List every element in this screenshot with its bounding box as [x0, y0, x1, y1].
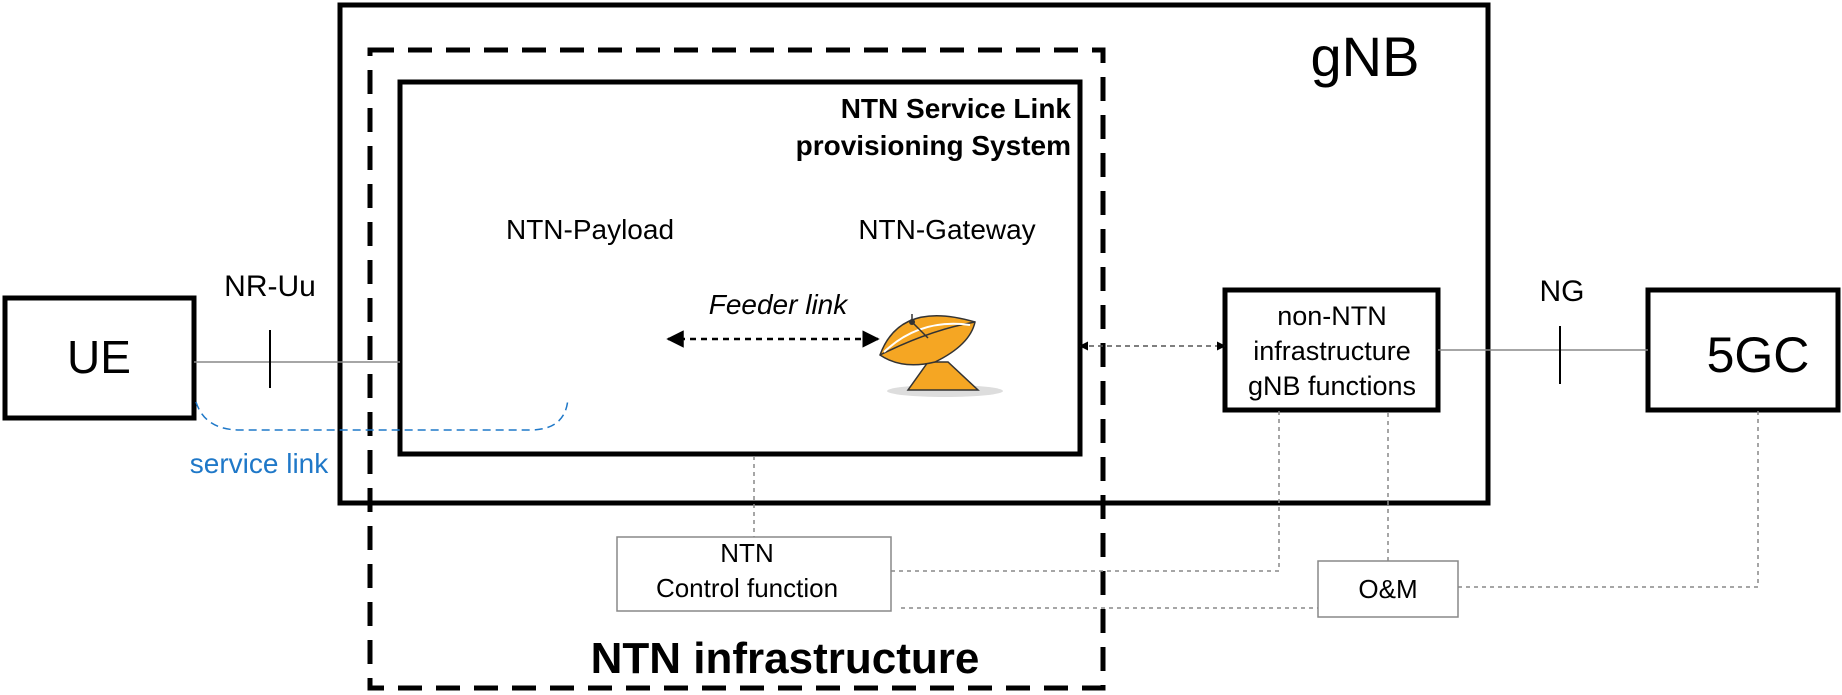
om-to-fivegc-connector: [1458, 410, 1759, 588]
service-link-system-box: [397, 79, 1083, 457]
ntn-payload-label: NTN-Payload: [506, 214, 674, 245]
ntn-control-box: [616, 536, 892, 612]
service-link-system-label-line2: provisioning System: [796, 130, 1071, 161]
ue-box: [2, 295, 197, 421]
satellite-dish-icon: [879, 314, 1003, 397]
control-to-non-ntn-connector: [891, 410, 1280, 572]
ntn-gateway-label: NTN-Gateway: [858, 214, 1035, 245]
non-ntn-label-line3: gNB functions: [1248, 371, 1416, 401]
service-link-curve: [195, 397, 569, 431]
ntn-control-label-line1: NTN: [720, 538, 773, 568]
gnb-label: gNB: [1311, 25, 1420, 88]
ntn-infrastructure-label: NTN infrastructure: [591, 634, 980, 683]
ue-label: UE: [67, 331, 131, 383]
service-link-label: service link: [190, 448, 329, 479]
non-ntn-label-line2: infrastructure: [1253, 336, 1411, 366]
ntn-control-label-line2: Control function: [656, 573, 838, 603]
fivegc-label: 5GC: [1707, 327, 1810, 383]
service-link-system-label-line1: NTN Service Link: [841, 93, 1072, 124]
ng-label: NG: [1540, 275, 1585, 308]
nr-uu-label: NR-Uu: [224, 270, 316, 303]
om-label: O&M: [1358, 574, 1417, 604]
gnb-box: [337, 2, 1491, 506]
non-ntn-label-line1: non-NTN: [1277, 301, 1387, 331]
feeder-link-label: Feeder link: [709, 289, 850, 320]
om-box: [1317, 560, 1459, 618]
